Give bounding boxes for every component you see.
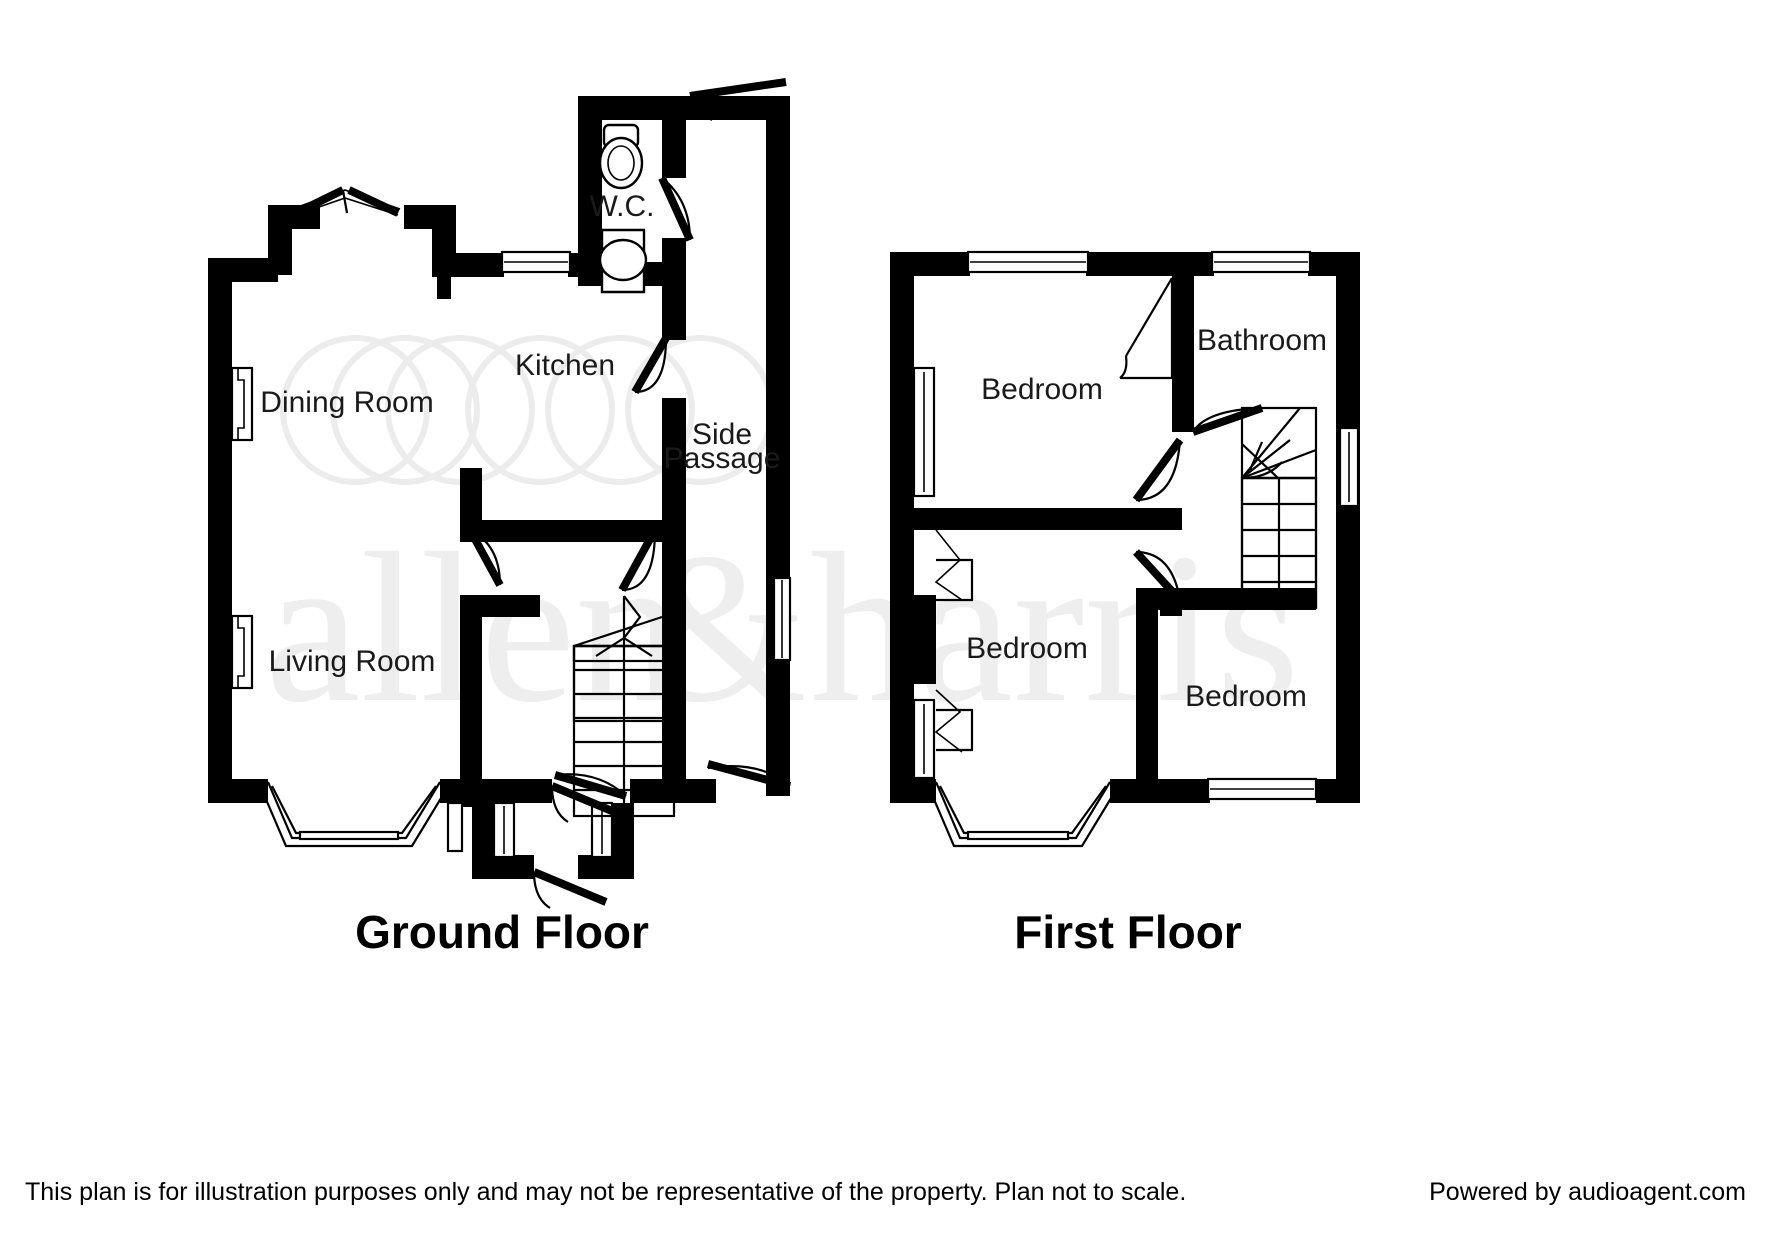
- ground-floor-doors: [466, 78, 792, 909]
- first-floor-staircase: [1240, 406, 1318, 610]
- wc-fixtures: [598, 123, 648, 294]
- first-floor-walls: [890, 252, 1360, 803]
- room-label-wc: W.C.: [590, 190, 655, 223]
- footer: This plan is for illustration purposes o…: [25, 1178, 1746, 1206]
- room-label-bathroom: Bathroom: [1197, 324, 1327, 357]
- ground-floor-title: Ground Floor: [355, 906, 649, 958]
- first-floor-bay-window: [928, 781, 1117, 848]
- footer-disclaimer: This plan is for illustration purposes o…: [25, 1178, 1186, 1206]
- ground-floor-staircase: [572, 595, 676, 818]
- ground-floor-plan: Dining Room Kitchen Living Room W.C. Sid…: [208, 78, 792, 958]
- room-label-kitchen: Kitchen: [515, 349, 615, 382]
- room-label-bedroom-1: Bedroom: [981, 373, 1103, 406]
- living-room-bay-window: [260, 781, 447, 848]
- dining-room-bay-window: [291, 186, 401, 217]
- ground-floor-windows: [230, 250, 792, 859]
- first-floor-plan: Bedroom Bathroom Bedroom Bedroom First F…: [890, 250, 1360, 958]
- room-label-side-passage-line1: Side: [692, 418, 752, 451]
- room-label-dining-room: Dining Room: [260, 386, 433, 419]
- room-label-bedroom-2: Bedroom: [966, 632, 1088, 665]
- room-label-living-room: Living Room: [269, 645, 436, 678]
- footer-powered-by: Powered by audioagent.com: [1429, 1178, 1746, 1206]
- first-floor-windows: [912, 250, 1360, 801]
- first-floor-doors: [934, 277, 1264, 753]
- first-floor-title: First Floor: [1014, 906, 1242, 958]
- room-label-bedroom-3: Bedroom: [1185, 680, 1307, 713]
- room-label-side-passage-line2: Passage: [664, 442, 781, 475]
- ground-floor-walls: [208, 96, 790, 879]
